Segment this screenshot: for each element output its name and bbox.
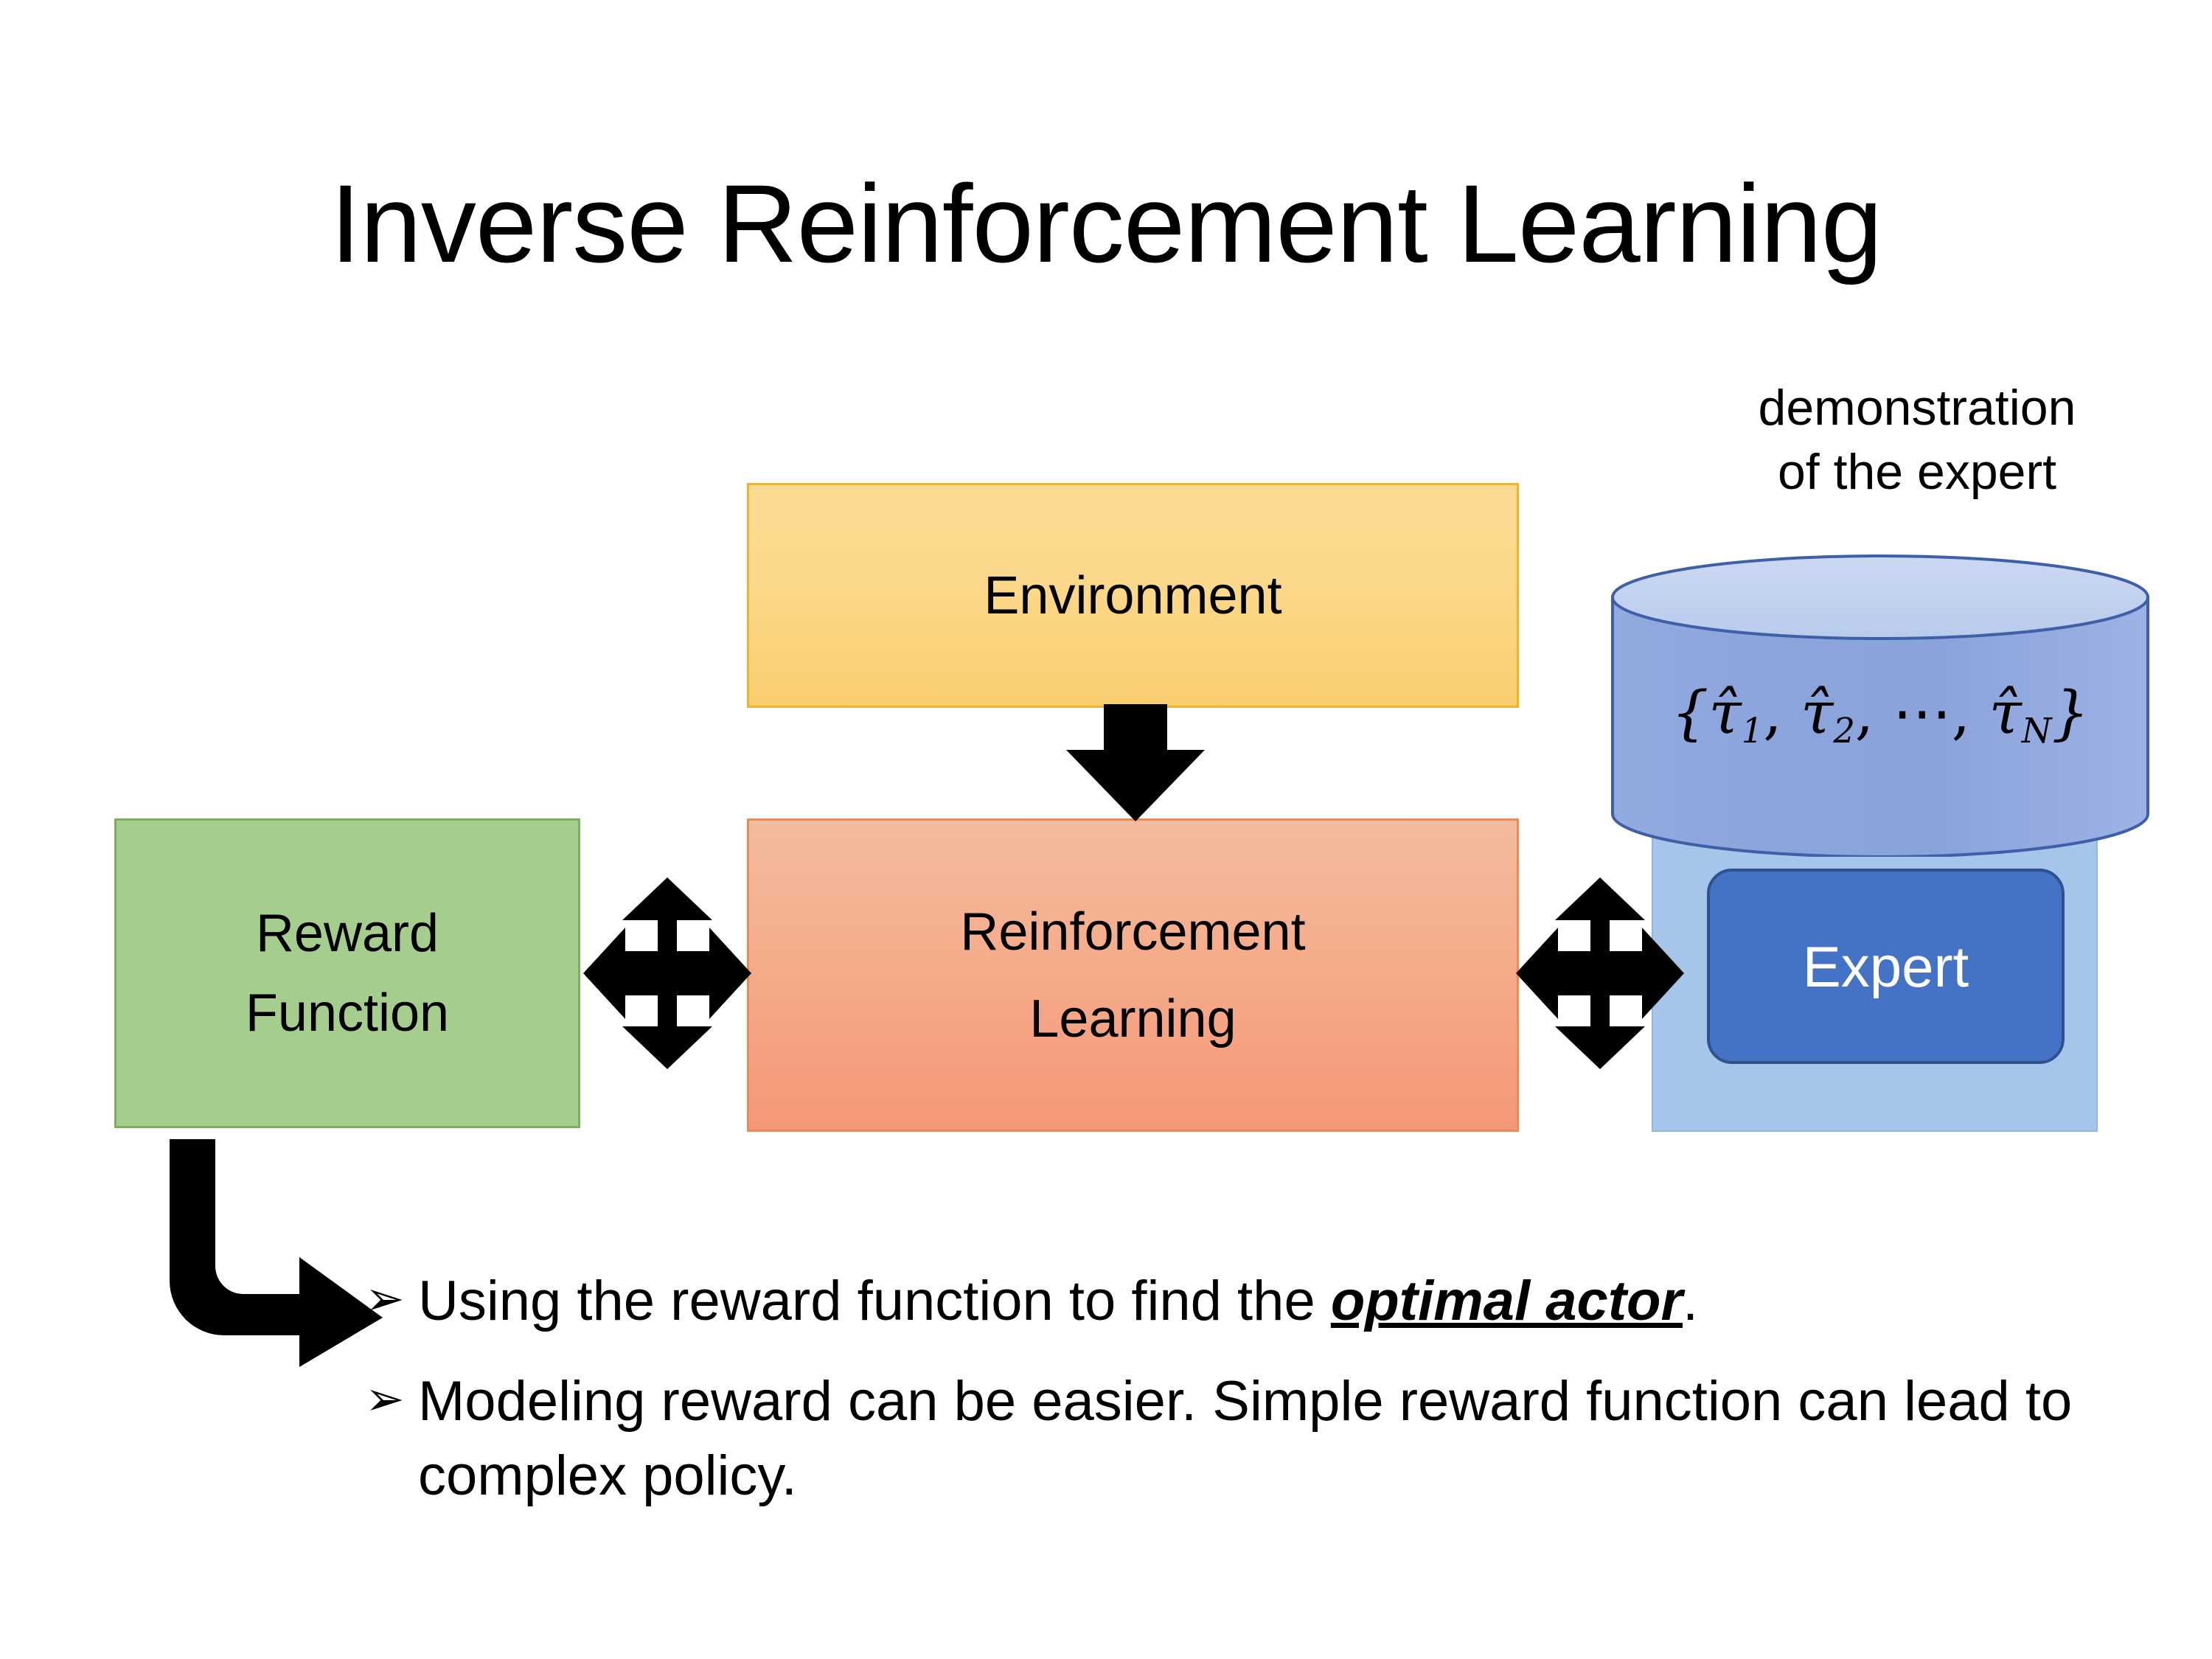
page-title: Inverse Reinforcement Learning [330, 161, 1883, 285]
tau-2: τ̂ [1801, 678, 1834, 747]
set-open-brace: { [1671, 678, 1709, 747]
bullet-2-prefix: Modeling reward can be easier. Simple re… [418, 1370, 2073, 1507]
down-arrow-icon [1066, 704, 1205, 821]
reinforcement-learning-node[interactable]: Reinforcement Learning [747, 818, 1519, 1132]
bullet-marker-icon: ➢ [365, 1272, 405, 1325]
set-close-brace: } [2051, 678, 2090, 747]
tau-1: τ̂ [1708, 678, 1742, 747]
bullet-1-emphasis: optimal actor [1330, 1270, 1683, 1332]
reward-node-label-line1: Reward [255, 904, 439, 963]
bullet-1-prefix: Using the reward function to find the [418, 1270, 1331, 1332]
tau-1-subscript: 1 [1741, 710, 1764, 751]
tau-n-subscript: N [2021, 710, 2052, 751]
reward-function-node[interactable]: Reward Function [114, 818, 580, 1128]
quad-arrow-icon [583, 877, 751, 1069]
environment-node-label: Environment [984, 566, 1282, 625]
rl-node-label-line1: Reinforcement [960, 902, 1306, 961]
demonstration-caption: demonstration of the expert [1644, 376, 2190, 504]
tau-2-subscript: 2 [1833, 710, 1855, 751]
demonstration-caption-line1: demonstration [1758, 380, 2076, 436]
demonstration-set-label: {τ̂1, τ̂2, ⋯, τ̂N} [1611, 678, 2149, 751]
reward-node-label-line2: Function [245, 984, 450, 1043]
list-item: ➢ Modeling reward can be easier. Simple … [365, 1365, 2083, 1513]
list-item: ➢ Using the reward function to find the … [365, 1265, 2083, 1338]
demonstration-cylinder-icon [1611, 554, 2149, 857]
bullet-text: Using the reward function to find the op… [418, 1265, 2083, 1338]
quad-arrow-icon [1516, 877, 1684, 1069]
bullet-text: Modeling reward can be easier. Simple re… [418, 1365, 2083, 1513]
tau-n: τ̂ [1989, 678, 2022, 747]
bullet-marker-icon: ➢ [365, 1372, 405, 1426]
expert-node[interactable]: Expert [1707, 869, 2065, 1064]
expert-node-label: Expert [1802, 933, 1969, 999]
rl-node-label-line2: Learning [1029, 989, 1237, 1048]
bullet-1-suffix: . [1683, 1270, 1699, 1332]
separator-1: , [1763, 678, 1801, 747]
environment-node[interactable]: Environment [747, 483, 1519, 708]
separator-2: , ⋯, [1854, 678, 1989, 747]
demonstration-caption-line2: of the expert [1777, 444, 2057, 501]
bent-arrow-icon [170, 1139, 383, 1367]
bullet-list: ➢ Using the reward function to find the … [365, 1265, 2083, 1540]
